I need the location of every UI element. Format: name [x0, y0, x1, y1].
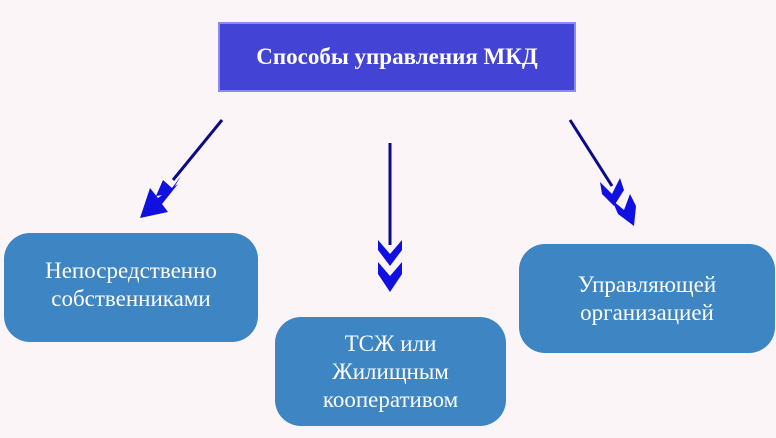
box-text-line: собственниками — [51, 285, 211, 311]
arrow-middle — [378, 143, 402, 292]
box-text-line: ТСЖ или — [344, 330, 437, 356]
box-text-line: Жилищным — [332, 358, 449, 384]
box-text-line: Управляющей — [577, 271, 717, 297]
diagram-title: Способы управления МКД — [218, 22, 576, 92]
arrow-right — [568, 119, 636, 226]
box-text-line: Непосредственно — [45, 257, 217, 283]
box-text-line: кооперативом — [322, 386, 459, 412]
box-text-line: организацией — [580, 299, 714, 325]
arrow-left — [140, 119, 224, 218]
